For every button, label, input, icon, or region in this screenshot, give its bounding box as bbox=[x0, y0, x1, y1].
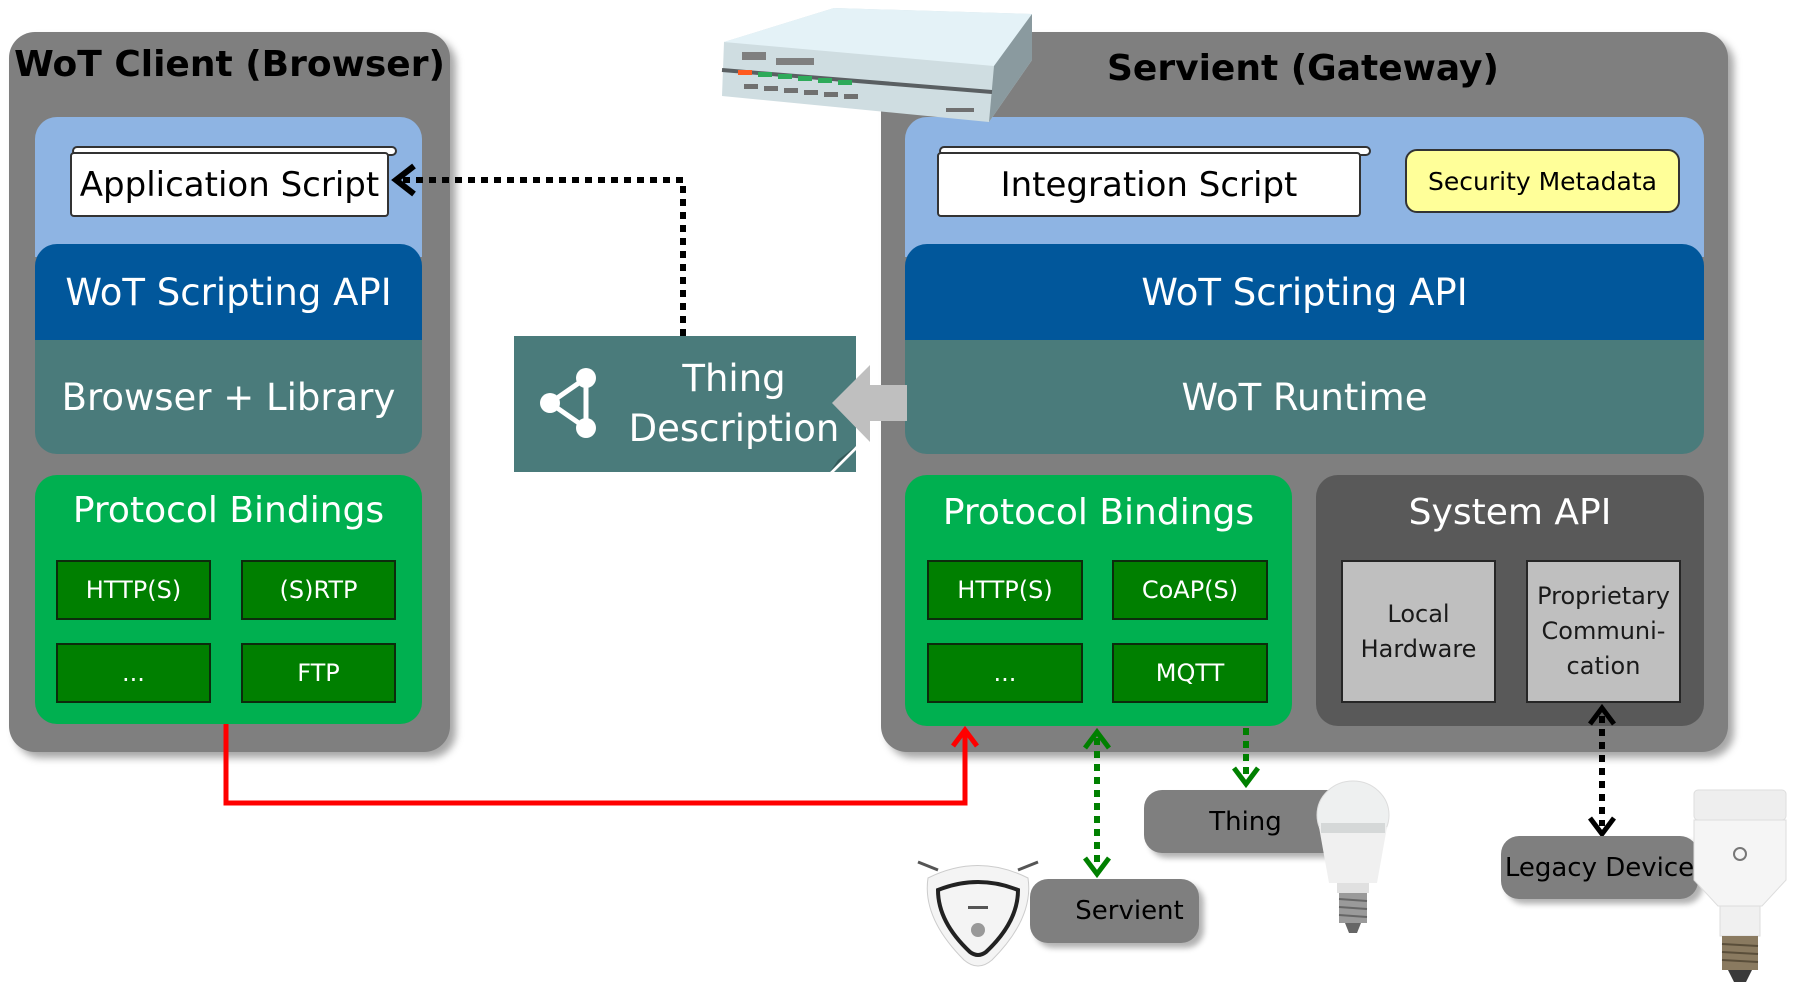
legacy-arrow-down bbox=[1588, 816, 1616, 839]
gateway-binding-https[interactable]: HTTP(S) bbox=[927, 560, 1083, 620]
thing-description[interactable]: Thing Description bbox=[514, 336, 856, 472]
client-protocol-bindings-title: Protocol Bindings bbox=[72, 490, 385, 531]
wot-client-title: WoT Client (Browser) bbox=[14, 44, 445, 85]
legacy-label: Legacy Device bbox=[1504, 852, 1695, 883]
robot-vacuum-icon bbox=[917, 860, 1039, 967]
legacy-bulb-icon bbox=[1693, 789, 1787, 982]
application-script[interactable]: Application Script bbox=[70, 152, 389, 217]
gateway-binding-more[interactable]: ... bbox=[927, 643, 1083, 703]
client-binding-srtp[interactable]: (S)RTP bbox=[241, 560, 396, 620]
thing-description-line1: Thing bbox=[682, 357, 786, 400]
gateway-title: Servient (Gateway) bbox=[1107, 48, 1499, 89]
legacy-device-label[interactable]: Legacy Device bbox=[1501, 836, 1698, 899]
share-icon bbox=[540, 368, 596, 438]
thing-device-label[interactable]: Thing bbox=[1144, 790, 1347, 853]
light-bulb-icon bbox=[1316, 780, 1390, 933]
td-arrow-head bbox=[391, 163, 416, 197]
thing-description-line2: Description bbox=[628, 407, 840, 450]
thing-label: Thing bbox=[1209, 806, 1282, 837]
local-hardware-label: Local Hardware bbox=[1360, 599, 1477, 663]
red-arrow-head bbox=[951, 725, 979, 748]
green-arrow-up bbox=[1083, 727, 1111, 750]
td-to-app-script-link bbox=[400, 177, 686, 336]
gateway-scripting-api[interactable]: WoT Scripting API bbox=[905, 244, 1704, 340]
proprietary-communication-label: Proprietary Communi- cation bbox=[1537, 582, 1670, 680]
gateway-wot-runtime[interactable]: WoT Runtime bbox=[905, 340, 1704, 454]
system-api-title: System API bbox=[1408, 492, 1612, 533]
gateway-binding-mqtt[interactable]: MQTT bbox=[1112, 643, 1268, 703]
client-binding-https[interactable]: HTTP(S) bbox=[56, 560, 211, 620]
thing-arrow-down bbox=[1232, 766, 1260, 789]
legacy-arrow-up bbox=[1588, 703, 1616, 726]
page-fold bbox=[830, 446, 856, 472]
client-binding-more[interactable]: ... bbox=[56, 643, 211, 703]
green-arrow-down bbox=[1083, 856, 1111, 879]
gateway-binding-coaps[interactable]: CoAP(S) bbox=[1112, 560, 1268, 620]
servient-device-label[interactable]: Servient bbox=[1030, 879, 1199, 943]
client-browser-library[interactable]: Browser + Library bbox=[35, 340, 422, 454]
client-scripting-api[interactable]: WoT Scripting API bbox=[35, 244, 422, 340]
client-binding-ftp[interactable]: FTP bbox=[241, 643, 396, 703]
local-hardware[interactable]: Local Hardware bbox=[1341, 560, 1496, 703]
gateway-router-icon bbox=[721, 8, 1032, 122]
client-to-gateway-link bbox=[223, 724, 968, 806]
td-export-arrow bbox=[832, 365, 907, 442]
servient-label: Servient bbox=[1075, 896, 1184, 926]
gateway-protocol-bindings-title: Protocol Bindings bbox=[942, 492, 1255, 533]
proprietary-communication[interactable]: Proprietary Communi- cation bbox=[1526, 560, 1681, 703]
integration-script[interactable]: Integration Script bbox=[937, 152, 1361, 217]
security-metadata[interactable]: Security Metadata bbox=[1405, 149, 1680, 213]
